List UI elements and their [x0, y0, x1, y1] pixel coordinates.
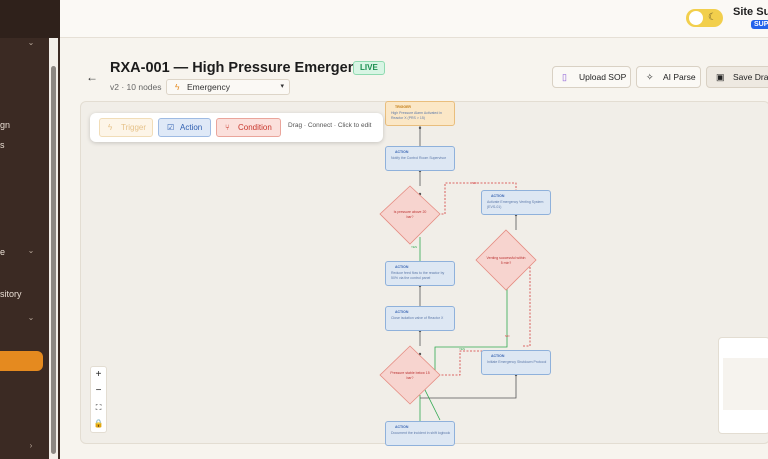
condition-text: Pressure stable below 15 bar? — [390, 371, 430, 380]
chevron-down-icon[interactable]: ⌄ — [27, 246, 35, 255]
chevron-down-icon[interactable]: ⌄ — [27, 38, 35, 47]
site-name: Site Sup — [733, 6, 768, 18]
condition-node[interactable] — [475, 229, 537, 291]
condition-node[interactable] — [379, 345, 441, 405]
sidebar-item-sops[interactable]: s — [0, 140, 5, 150]
theme-toggle-knob — [689, 11, 703, 25]
save-icon: ▣ — [716, 72, 725, 82]
condition-text: Venting successful within 5 min? — [486, 256, 526, 265]
sidebar-header — [0, 0, 60, 38]
minimap-viewport — [723, 358, 768, 410]
save-draft-button[interactable]: ▣ Save Draf — [706, 66, 768, 88]
ai-parse-button[interactable]: ✧ AI Parse — [636, 66, 701, 88]
sidebar-item-group[interactable]: e — [0, 247, 6, 257]
top-bar — [60, 0, 768, 38]
edge — [420, 375, 517, 399]
edge-label-no: NO — [472, 181, 477, 185]
add-condition-button[interactable]: ⑂ Condition — [216, 118, 281, 137]
bolt-icon: ϟ — [175, 82, 180, 92]
edge-no — [438, 350, 482, 376]
wand-icon: ✧ — [646, 72, 654, 82]
add-action-button[interactable]: ☑ Action — [158, 118, 211, 137]
chevron-down-icon: ▾ — [280, 83, 284, 90]
action-node[interactable]: ACTION Notify the Control Room Superviso… — [385, 146, 455, 171]
version-meta: v2 · 10 nodes — [110, 82, 162, 92]
site-badge: SUP — [751, 20, 768, 29]
condition-text: Is pressure above 20 bar? — [393, 210, 427, 219]
action-node[interactable]: ACTION Document the incident in shift lo… — [385, 421, 455, 446]
category-select[interactable]: ϟ Emergency ▾ — [166, 79, 290, 95]
chevron-right-icon[interactable]: › — [29, 441, 33, 450]
sidebar-item-repository[interactable]: sitory — [0, 289, 22, 299]
fit-view-icon[interactable]: ⛶ — [95, 403, 102, 412]
page-title: RXA-001 — High Pressure Emergency — [110, 60, 373, 76]
edge-label-no: NO — [505, 334, 510, 338]
moon-icon: ☾ — [708, 12, 717, 23]
action-node[interactable]: ACTION Activate Emergency Venting System… — [481, 190, 551, 215]
toolbar-hint: Drag · Connect · Click to edit — [288, 122, 372, 129]
lock-icon[interactable]: 🔒 — [93, 419, 104, 428]
edge-yes — [434, 282, 508, 375]
edge-handle[interactable] — [418, 126, 422, 130]
zoom-controls: + − ⛶ 🔒 — [90, 366, 107, 433]
trigger-node[interactable]: TRIGGER High Pressure Alarm Activated in… — [385, 101, 455, 126]
sidebar-item-active[interactable] — [0, 351, 43, 371]
file-icon: ▯ — [562, 72, 567, 82]
chevron-down-icon[interactable]: ⌄ — [27, 313, 35, 322]
canvas-toolbar: ϟ Trigger ☑ Action ⑂ Condition Drag · Co… — [90, 113, 383, 142]
sidebar-item-design[interactable]: gn — [0, 120, 11, 130]
bolt-icon: ϟ — [108, 123, 113, 132]
edge-label-yes: YES — [459, 347, 465, 351]
zoom-in-icon[interactable]: + — [95, 369, 102, 380]
upload-sop-button[interactable]: ▯ Upload SOP — [552, 66, 631, 88]
branch-icon: ⑂ — [225, 123, 230, 132]
action-node[interactable]: ACTION Initiate Emergency Shutdown Proto… — [481, 350, 551, 375]
action-node[interactable]: ACTION Reduce feed flow to the reactor b… — [385, 261, 455, 286]
add-trigger-button[interactable]: ϟ Trigger — [99, 118, 153, 137]
condition-node[interactable] — [379, 185, 441, 245]
action-node[interactable]: ACTION Close isolation valve of Reactor … — [385, 306, 455, 331]
sidebar: ⌄ gn s e ⌄ sitory ⌄ › — [0, 0, 60, 459]
checkbox-icon: ☑ — [167, 123, 175, 132]
sidebar-scrollbar-thumb[interactable] — [51, 66, 56, 454]
edge-no — [522, 260, 531, 347]
category-value: Emergency — [187, 82, 230, 92]
back-arrow-icon[interactable]: ← — [86, 70, 98, 84]
edge-label-yes: YES — [411, 245, 417, 249]
edge-no — [438, 182, 517, 215]
status-badge: LIVE — [353, 61, 385, 75]
minimap[interactable] — [718, 337, 768, 434]
zoom-out-icon[interactable]: − — [95, 385, 102, 396]
